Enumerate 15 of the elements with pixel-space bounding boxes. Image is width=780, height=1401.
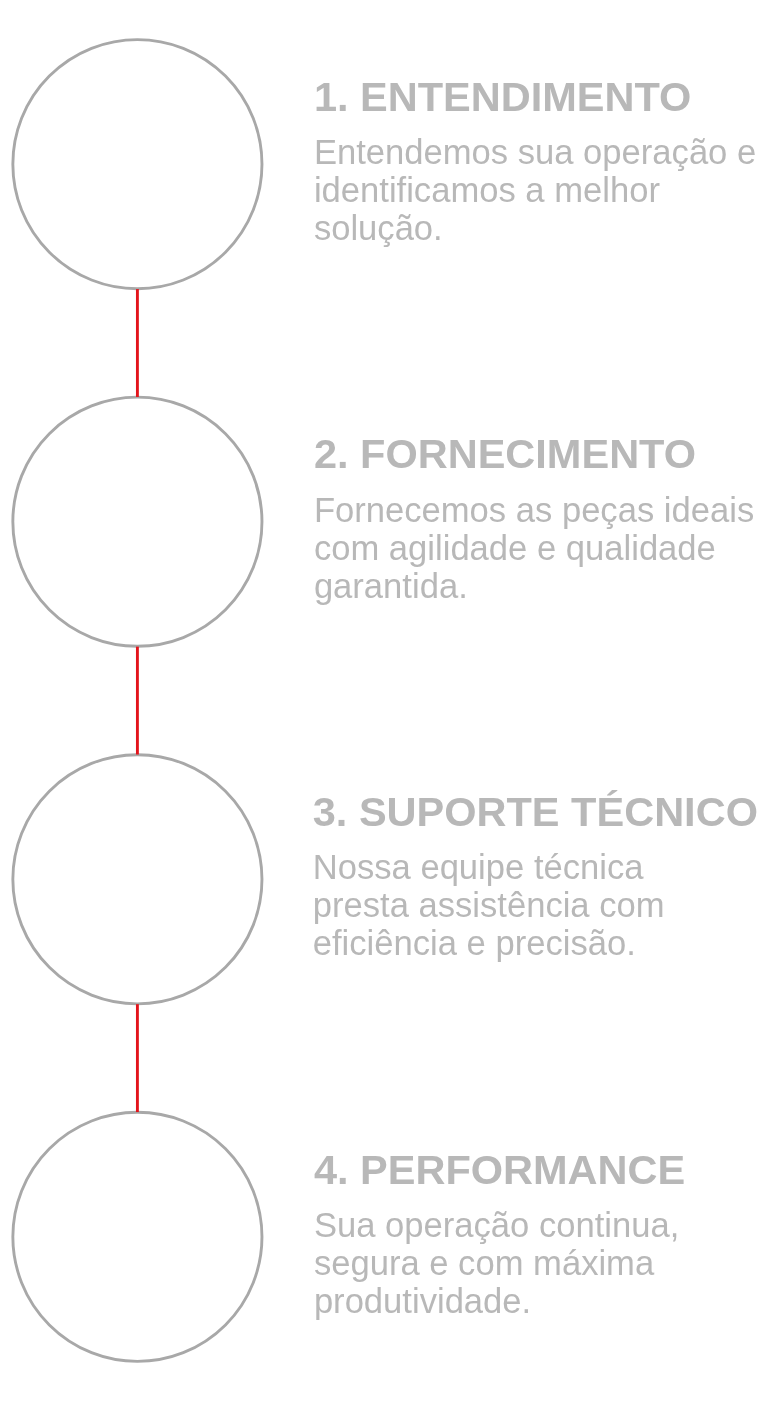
- node-label: Fornecemos as peças ideais com agilidade e qualidade garantida.: [313, 490, 755, 605]
- node-circle: [11, 38, 264, 291]
- node-label: Nossa equipe técnica presta assistência com eficiência e precisão.: [312, 848, 665, 963]
- node-label: Entendemos sua operação e identificamos a melhor solução.: [313, 133, 757, 248]
- node-label: 1. ENTENDIMENTO: [313, 72, 692, 120]
- node-circle: [11, 753, 264, 1006]
- node-label: 3. SUPORTE TÉCNICO: [312, 787, 758, 835]
- node-circle: [11, 1110, 264, 1363]
- node-label: Sua operação continua, segura e com máxima produtividade.: [313, 1205, 680, 1320]
- connector: [135, 289, 139, 397]
- node-circle: [11, 395, 264, 648]
- connector: [135, 646, 139, 755]
- node-label: 4. PERFORMANCE: [313, 1145, 686, 1193]
- node-label: 2. FORNECIMENTO: [313, 430, 697, 478]
- connector: [135, 1004, 139, 1113]
